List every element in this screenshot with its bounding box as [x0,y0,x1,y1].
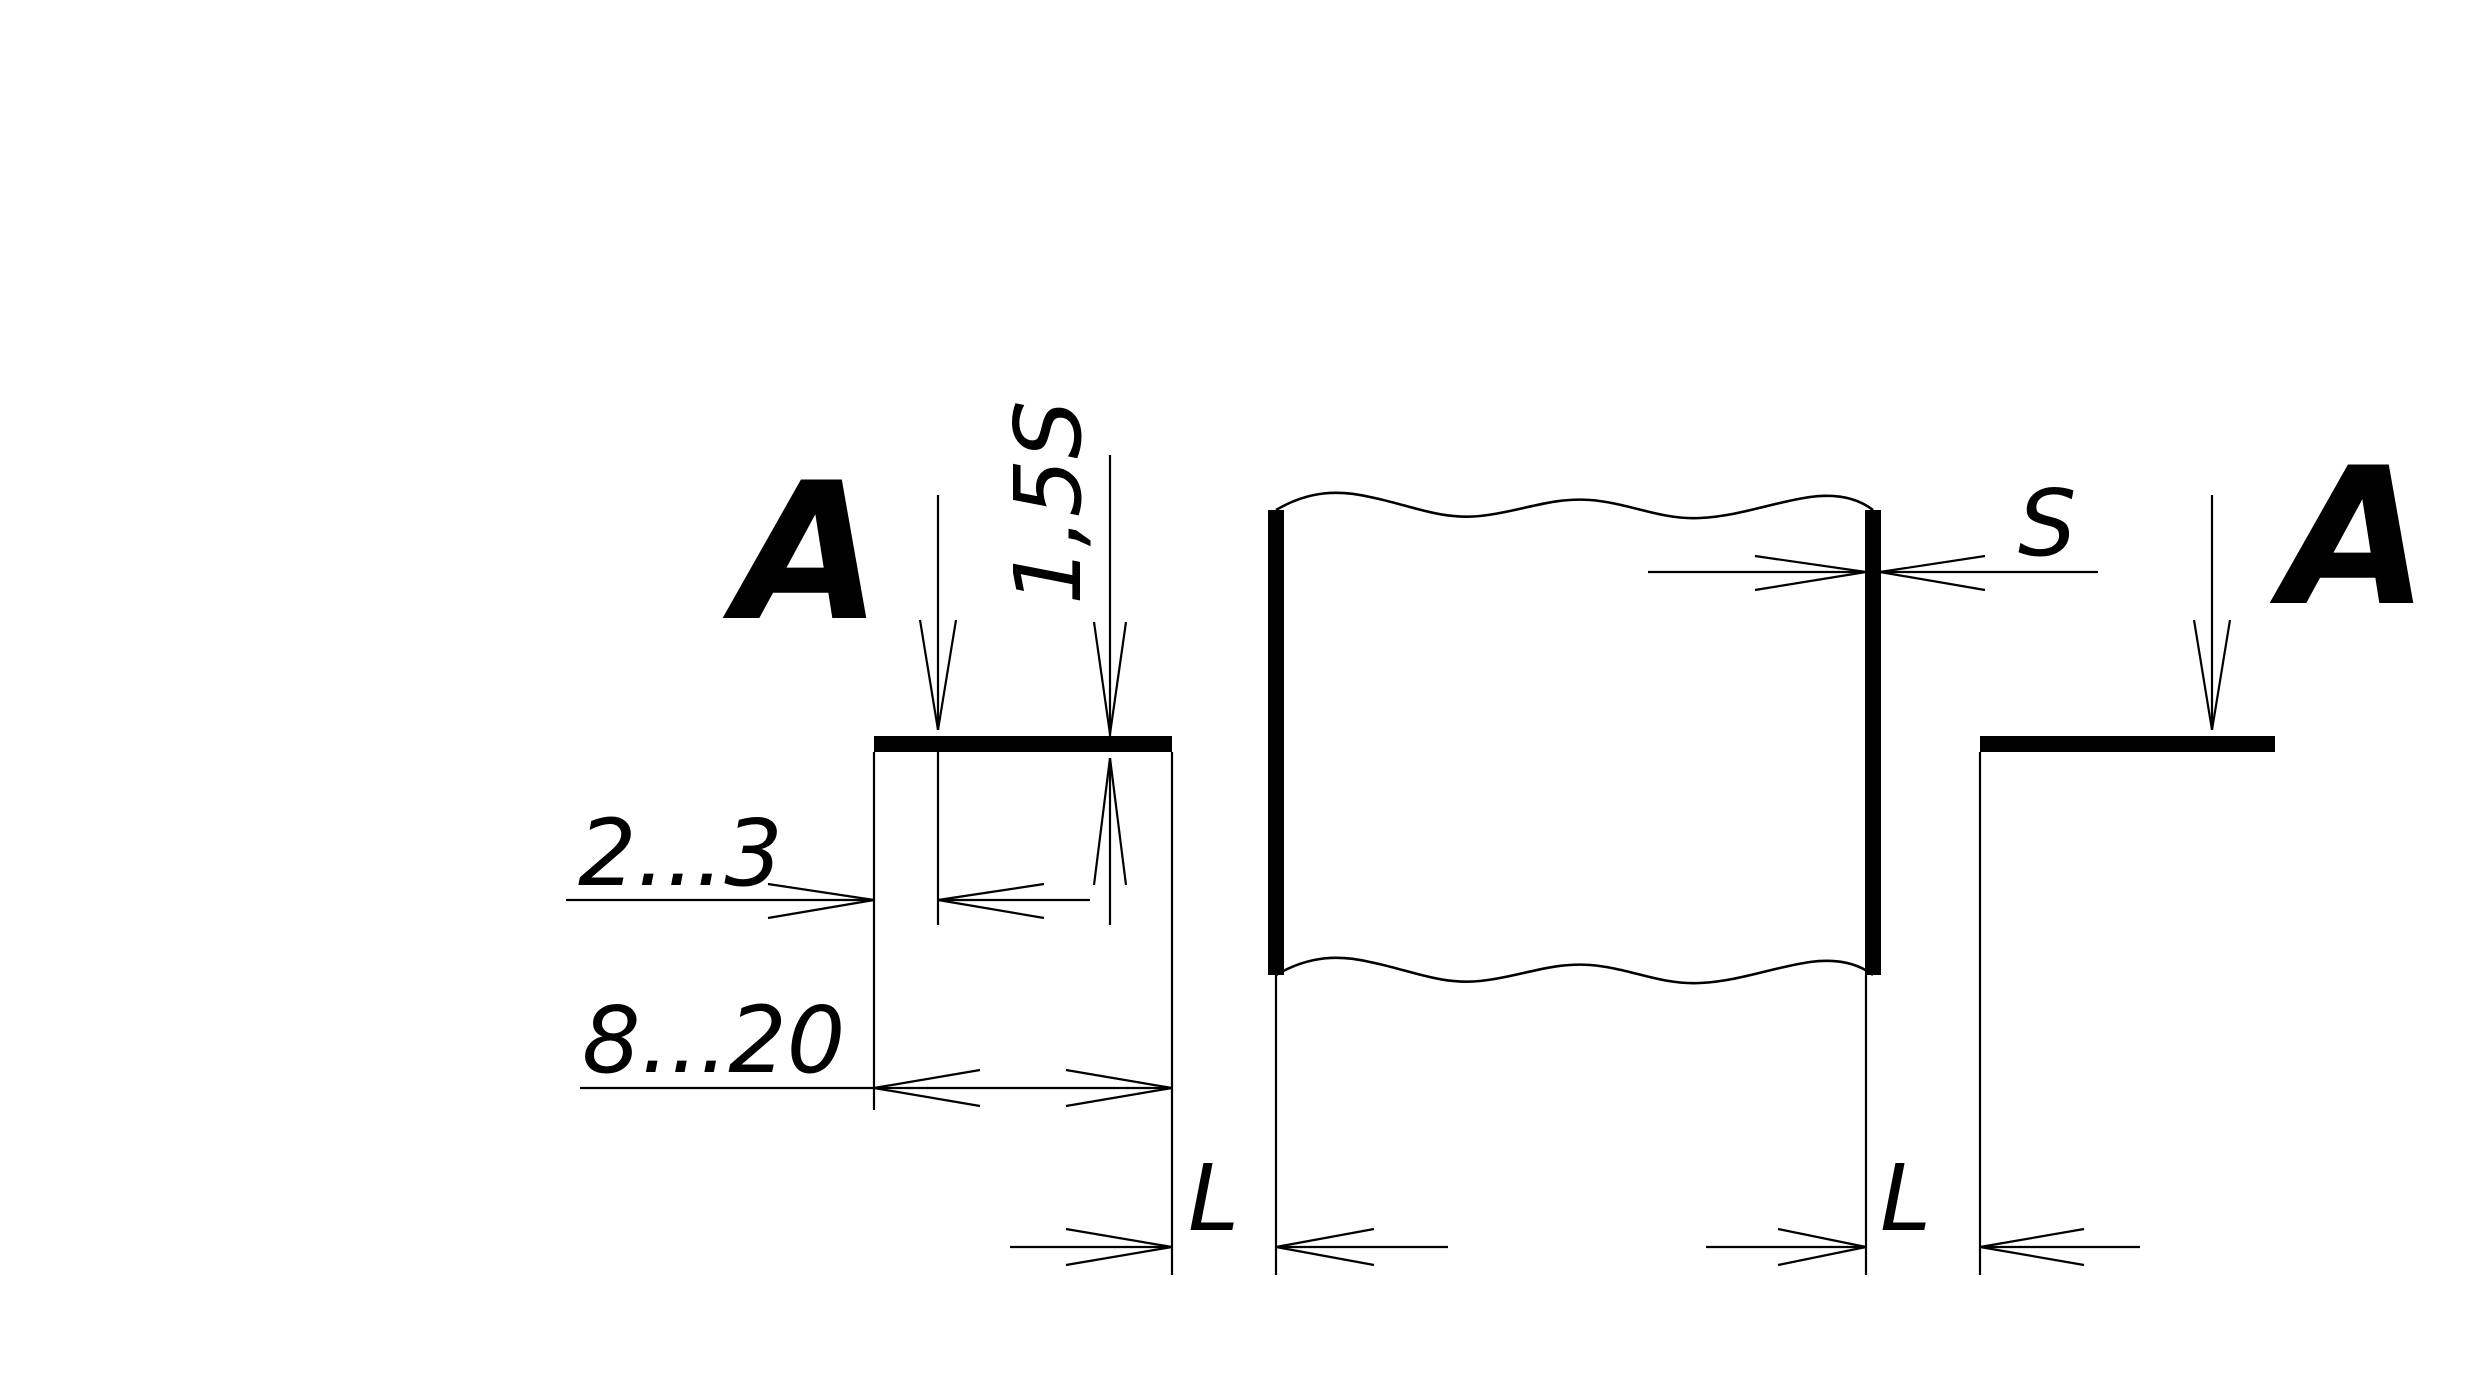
extension-lines [872,455,1982,1275]
dim-label-gap-left: L [1188,1145,1239,1252]
section-mark-right: A [2269,427,2429,648]
dim-label-offset: 2...3 [578,800,783,907]
break-line-bottom [1275,956,1874,985]
dimension-tab-length: 8...20 [580,987,1173,1108]
section-mark-left: A [722,442,882,663]
dimension-gap-right: L [1706,1145,2140,1267]
dimension-offset: 2...3 [566,800,1090,920]
dimension-wall-thickness: S [1648,470,2098,592]
dim-label-wall-thickness: S [2018,470,2076,577]
dim-label-tab-length: 8...20 [582,987,845,1094]
break-line-top [1275,491,1874,520]
dimension-thickness: 1,5S [995,400,1128,925]
section-arrow-left [918,495,958,731]
dim-label-gap-right: L [1880,1145,1931,1252]
dimension-gap-left: L [1010,1145,1448,1267]
dim-label-thickness: 1,5S [995,400,1102,605]
section-arrow-right [2192,495,2232,731]
